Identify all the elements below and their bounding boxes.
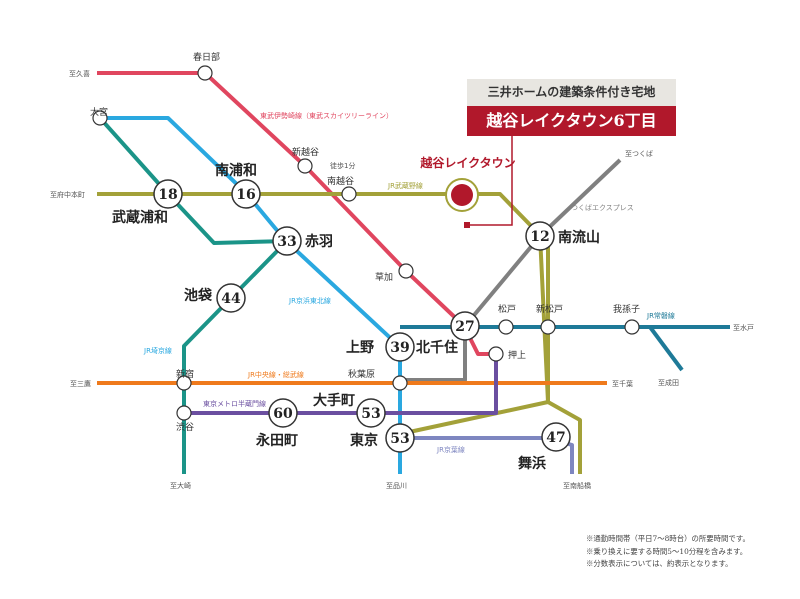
station-otemachi [356,398,386,428]
station-abiko [624,319,640,335]
dest-fuchuhonmachi: 至府中本町 [50,190,85,199]
minutes-nagatacho: 60 [273,406,293,422]
label-akihabara: 秋葉原 [348,368,375,380]
note-2: ※乗り換えに要する時間5〜10分程を含みます。 [586,546,748,556]
minutes-musashiurawa: 18 [158,187,177,203]
dest-mito: 至水戸 [733,323,754,332]
dest-minamifunabashi: 至南船橋 [563,481,591,490]
label-tokyo: 東京 [350,432,378,449]
callout-pointer [467,136,513,226]
label-ueno: 上野 [346,340,374,356]
station-musashiurawa [153,179,183,209]
label-shibuya: 渋谷 [176,421,194,433]
label-minamikoshigaya: 南越谷 [327,175,354,187]
callout-subtitle: 三井ホームの建築条件付き宅地 [467,79,676,106]
minutes-maihama: 47 [546,430,565,446]
callout-dot [464,222,470,228]
line-label-keiyo: JR京葉線 [436,445,465,454]
minutes-ikebukuro: 44 [221,291,241,307]
station-ueno [385,332,415,362]
label-maihama: 舞浜 [518,455,546,472]
station-nagatacho [268,398,298,428]
minutes-ueno: 39 [390,340,409,356]
label-ikebukuro: 池袋 [184,287,213,304]
station-maihama [541,422,571,452]
minutes-minaminagareyama: 12 [530,229,549,245]
station-shinkoshigaya [297,158,313,174]
line-label-hanzomon: 東京メトロ半蔵門線 [203,399,266,408]
station-shinjuku [176,375,192,391]
line-label-tsukuba: つくばエクスプレス [571,203,634,212]
label-otemachi: 大手町 [313,392,355,409]
label-oshiage: 押上 [508,349,526,361]
dest-mitaka: 至三鷹 [70,379,91,388]
dest-shinagawa: 至品川 [386,482,407,490]
station-omiya [92,110,108,126]
minutes-akabane: 33 [277,234,296,250]
label-matsudo: 松戸 [498,303,516,315]
station-tokyo [385,423,415,453]
note-3: ※分数表示については、約表示となります。 [586,559,733,568]
line-label-tobu: 東武伊勢崎線（東武スカイツリーライン） [260,111,393,120]
station-minamikoshigaya [341,186,357,202]
station-minaminagareyama [525,221,555,251]
station-ikebukuro [216,283,246,313]
label-abiko: 我孫子 [613,303,640,315]
station-akabane [272,226,302,256]
station-soka [398,263,414,279]
label-nagatacho: 永田町 [255,432,298,449]
label-minaminagareyama: 南流山 [558,229,600,246]
line-label-joban: JR常磐線 [646,311,675,320]
label-shinjuku: 新宿 [176,368,194,380]
line-label-saikyo: JR埼京線 [143,346,172,355]
target-station-marker [451,184,473,206]
label-shinkoshigaya: 新越谷 [292,146,319,158]
dest-narita: 至成田 [658,378,679,387]
minutes-kitasenju: 27 [455,319,474,335]
line-label-keihin: JR京浜東北線 [288,296,331,305]
target-station-label: 越谷レイクタウン [419,155,515,170]
label-omiya: 大宮 [90,106,108,118]
minutes-otemachi: 53 [361,406,380,422]
keihin-line [100,116,402,474]
dest-osaki: 至大崎 [170,481,191,490]
station-oshiage [488,346,504,362]
dest-chiba: 至千葉 [612,379,633,388]
station-kasukabe [197,65,213,81]
minutes-minamiurawa: 16 [236,187,255,203]
station-shibuya [176,405,192,421]
walk-note: 徒歩1分 [330,161,355,170]
footnotes: ※通勤時間帯（平日7〜8時台）の所要時間です。 ※乗り換えに要する時間5〜10分… [586,533,750,571]
callout-title: 越谷レイクタウン6丁目 [467,106,676,136]
label-musashiurawa: 武蔵浦和 [112,209,168,226]
station-akihabara [392,375,408,391]
station-kitasenju [450,311,480,341]
label-minamiurawa: 南浦和 [215,162,257,179]
label-akabane: 赤羽 [305,234,333,250]
label-shinmatsudo: 新松戸 [536,303,563,315]
dest-tsukuba: 至つくば [625,149,653,158]
label-soka: 草加 [375,271,393,283]
label-kasukabe: 春日部 [193,51,220,63]
station-minamiurawa [231,179,261,209]
station-matsudo [498,319,514,335]
line-label-chuo: JR中央線・総武線 [247,370,304,379]
minutes-tokyo: 53 [390,431,409,447]
line-label-musashino: JR武蔵野線 [387,181,423,190]
note-1: ※通勤時間帯（平日7〜8時台）の所要時間です。 [586,534,750,543]
musashino-line [97,192,550,403]
station-shinmatsudo [540,319,556,335]
label-kitasenju: 北千住 [416,339,458,356]
dest-kuki: 至久喜 [69,69,90,78]
